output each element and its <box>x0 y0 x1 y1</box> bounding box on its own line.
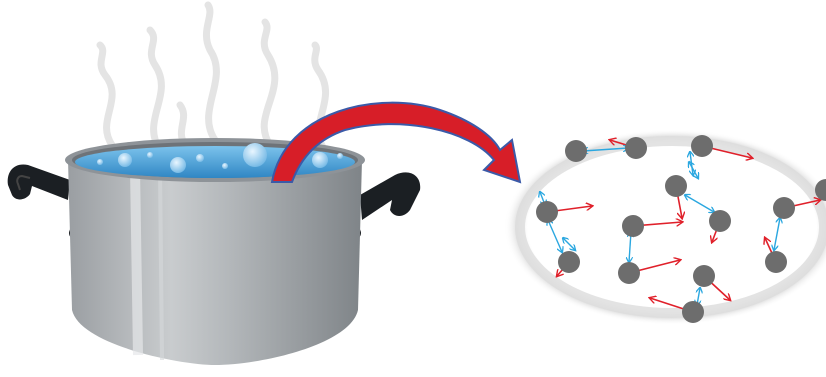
molecule <box>691 135 713 157</box>
molecule <box>765 251 787 273</box>
molecule <box>682 301 704 323</box>
molecule <box>558 251 580 273</box>
molecule <box>625 137 647 159</box>
molecule <box>773 197 795 219</box>
molecule <box>618 262 640 284</box>
steam-icon <box>100 5 326 150</box>
molecule <box>622 215 644 237</box>
molecule <box>565 140 587 162</box>
molecule <box>709 210 731 232</box>
molecule <box>536 201 558 223</box>
molecule <box>693 265 715 287</box>
molecule <box>665 175 687 197</box>
cooking-pot-icon <box>8 138 421 365</box>
